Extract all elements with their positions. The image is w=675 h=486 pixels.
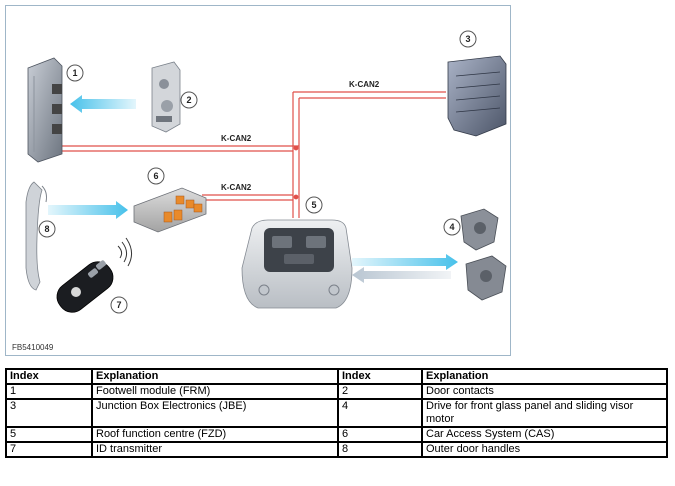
callout-markers: 1 2 3 4 5 6 7 [38,30,477,314]
explanation-cell: Roof function centre (FZD) [91,426,339,443]
table-row: 5 Roof function centre (FZD) 6 Car Acces… [5,426,668,443]
explanation-cell: ID transmitter [91,441,339,458]
callout-5: 5 [305,196,323,214]
arrow-to-drives [352,254,458,270]
svg-text:4: 4 [449,222,454,232]
kcan2-bus-lines [62,91,446,218]
arrow-door-handles [48,201,128,219]
outer-door-handle-image [25,181,47,291]
jbe-image [447,55,507,137]
svg-text:7: 7 [116,300,121,310]
figure-id: FB5410049 [12,343,54,352]
legend-table: Index Explanation Index Explanation 1 Fo… [5,368,668,458]
legend-header-row: Index Explanation Index Explanation [5,368,668,385]
svg-text:1: 1 [72,68,77,78]
cas-module-image [133,187,207,233]
svg-text:3: 3 [465,34,470,44]
table-row: 3 Junction Box Electronics (JBE) 4 Drive… [5,398,668,428]
arrow-from-drives [352,267,451,283]
table-row: 7 ID transmitter 8 Outer door handles [5,441,668,458]
footwell-module-image [27,57,63,163]
index-cell: 1 [5,383,93,400]
system-diagram: K-CAN2 K-CAN2 K-CAN2 [5,5,511,356]
header-explanation-1: Explanation [91,368,339,385]
bus-label-cas: K-CAN2 [221,183,252,192]
bus-label-top: K-CAN2 [349,80,380,89]
header-explanation-2: Explanation [421,368,668,385]
explanation-cell: Junction Box Electronics (JBE) [91,398,339,428]
drives-image [460,208,507,301]
explanation-cell: Car Access System (CAS) [421,426,668,443]
svg-text:5: 5 [311,200,316,210]
roof-function-centre-image [241,219,353,309]
callout-4: 4 [443,218,461,236]
diagram-canvas: K-CAN2 K-CAN2 K-CAN2 [12,30,507,352]
arrow-door-contacts [70,95,136,113]
callout-8: 8 [38,220,56,238]
index-cell: 4 [337,398,423,428]
svg-text:8: 8 [44,224,49,234]
index-cell: 5 [5,426,93,443]
explanation-cell: Drive for front glass panel and sliding … [421,398,668,428]
header-index-2: Index [337,368,423,385]
explanation-cell: Footwell module (FRM) [91,383,339,400]
index-cell: 8 [337,441,423,458]
callout-7: 7 [110,296,128,314]
id-transmitter-image [56,237,132,313]
index-cell: 2 [337,383,423,400]
svg-text:6: 6 [153,171,158,181]
index-cell: 7 [5,441,93,458]
table-row: 1 Footwell module (FRM) 2 Door contacts [5,383,668,400]
index-cell: 3 [5,398,93,428]
svg-text:2: 2 [186,95,191,105]
explanation-cell: Door contacts [421,383,668,400]
explanation-cell: Outer door handles [421,441,668,458]
index-cell: 6 [337,426,423,443]
door-contacts-image [151,61,181,133]
callout-3: 3 [459,30,477,48]
header-index-1: Index [5,368,93,385]
callout-1: 1 [66,64,84,82]
callout-6: 6 [147,167,165,185]
bus-label-mid: K-CAN2 [221,134,252,143]
callout-2: 2 [180,91,198,109]
signal-arrows [48,95,458,283]
